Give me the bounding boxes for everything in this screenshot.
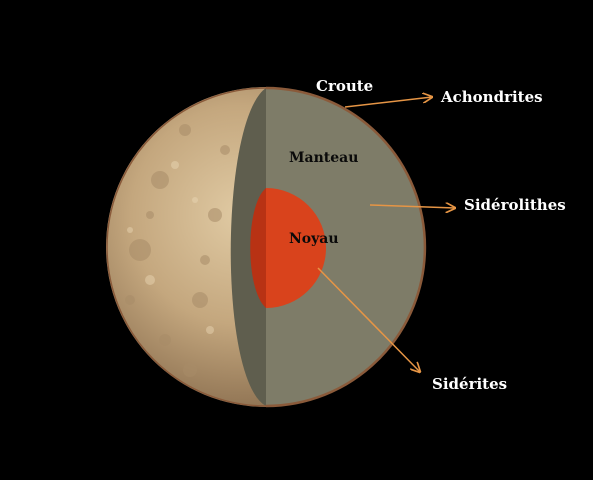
surface-highlights [127, 161, 214, 334]
arrow-siderolithes [369, 205, 455, 208]
label-siderolithes: Sidérolithes [464, 196, 566, 214]
core-shadow [250, 188, 266, 308]
label-noyau: Noyau [289, 231, 339, 247]
crust-rim [265, 86, 427, 408]
surface-craters [125, 124, 230, 377]
mantle-inner-face [230, 88, 266, 406]
core [266, 188, 326, 308]
arrow-achondrites [344, 97, 432, 108]
label-siderites: Sidérites [432, 375, 507, 393]
label-achondrites: Achondrites [440, 88, 543, 106]
label-croute: Croute [316, 77, 373, 95]
mantle [266, 88, 425, 406]
arrow-siderites [317, 267, 420, 372]
crust-outline [106, 87, 266, 407]
planet-surface [106, 87, 266, 407]
cutaway-section [106, 86, 427, 408]
label-manteau: Manteau [289, 150, 358, 166]
